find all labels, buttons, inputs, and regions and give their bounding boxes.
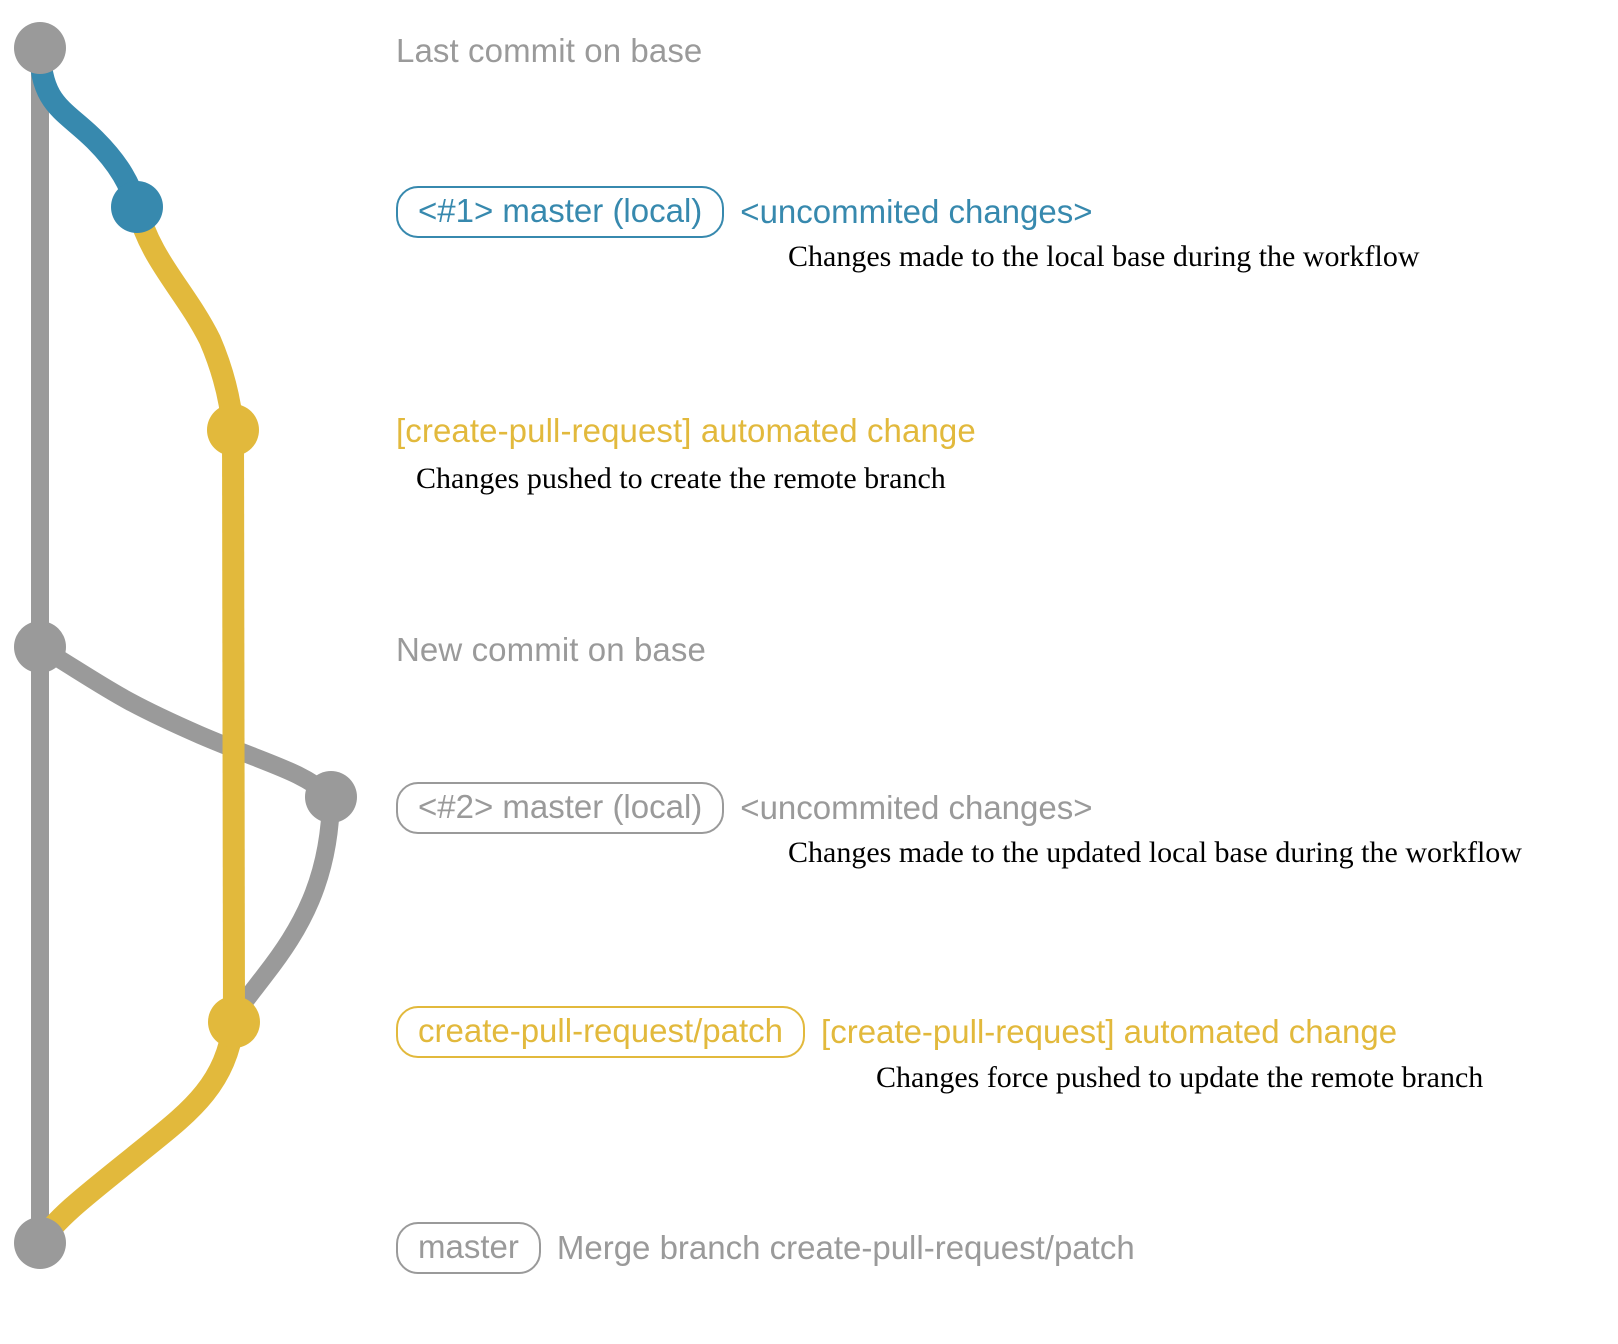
commit-row-new-commit-on-base: New commit on base (396, 631, 706, 669)
commit-message-merge: Merge branch create-pull-request/patch (556, 1229, 1135, 1266)
commit-description-master-local-1: Changes made to the local base during th… (788, 240, 1420, 273)
commit-node-local-2[interactable] (305, 771, 357, 823)
ref-badge-master[interactable]: master (396, 1222, 541, 1274)
commit-node-base-old[interactable] (14, 22, 66, 74)
commit-node-patch-2[interactable] (208, 996, 260, 1048)
commit-message-new-commit-on-base: New commit on base (396, 631, 706, 668)
commit-message-last-commit-on-base: Last commit on base (396, 32, 703, 69)
commit-description-automated-change-2: Changes force pushed to update the remot… (876, 1061, 1484, 1094)
local-1-branch-line (29, 37, 148, 218)
commit-row-last-commit-on-base: Last commit on base (396, 32, 702, 70)
ref-badge-master-local-1[interactable]: <#1> master (local) (396, 186, 725, 238)
local-branch-out-line (31, 638, 340, 806)
commit-node-merge[interactable] (14, 1217, 66, 1269)
commit-row-merge: master Merge branch create-pull-request/… (396, 1222, 1135, 1274)
patch-trunk-line (222, 429, 245, 1023)
commit-description-automated-change-1: Changes pushed to create the remote bran… (416, 462, 946, 495)
commit-description-master-local-2: Changes made to the updated local base d… (788, 836, 1522, 869)
commit-message-master-local-2: <uncommited changes> (740, 789, 1093, 826)
commit-message-automated-change-1: [create-pull-request] automated change (396, 412, 976, 449)
commit-graph (14, 22, 357, 1269)
patch-merge-line (29, 1011, 245, 1254)
commit-message-master-local-1: <uncommited changes> (740, 193, 1093, 230)
ref-badge-create-pull-request-patch[interactable]: create-pull-request/patch (396, 1006, 806, 1058)
commit-row-master-local-2: <#2> master (local) <uncommited changes> (396, 782, 1093, 834)
commit-message-automated-change-2: [create-pull-request] automated change (821, 1013, 1398, 1050)
commit-node-patch-1[interactable] (207, 404, 259, 456)
patch-branch-line-1 (126, 196, 244, 441)
local-branch-return-line (225, 788, 340, 1031)
commit-row-automated-change-1: [create-pull-request] automated change (396, 412, 976, 450)
commit-row-automated-change-2: create-pull-request/patch [create-pull-r… (396, 1006, 1397, 1058)
ref-badge-master-local-2[interactable]: <#2> master (local) (396, 782, 725, 834)
commit-node-base-new[interactable] (14, 621, 66, 673)
commit-row-master-local-1: <#1> master (local) <uncommited changes> (396, 186, 1093, 238)
commit-node-local-1[interactable] (111, 181, 163, 233)
